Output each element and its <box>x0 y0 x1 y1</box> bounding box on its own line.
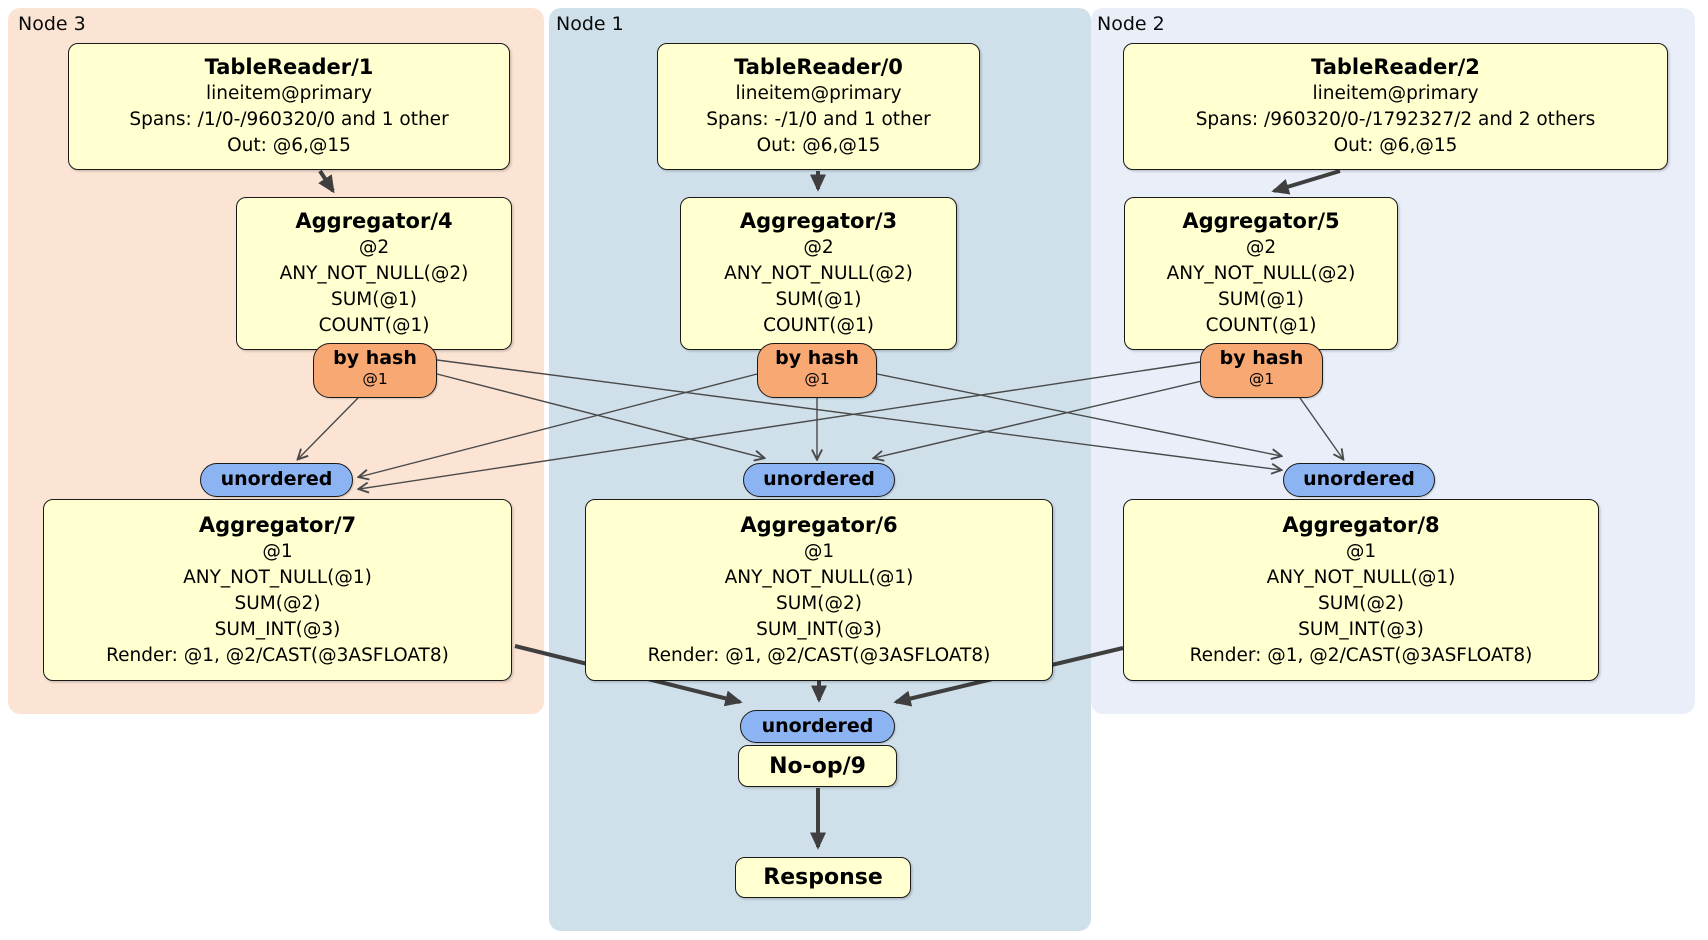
processor-detail: Out: @6,@15 <box>756 135 881 156</box>
processor-detail: SUM_INT(@3) <box>214 618 341 640</box>
processor-detail: COUNT(@1) <box>318 315 430 336</box>
processor-aggregator-8: Aggregator/8 @1 ANY_NOT_NULL(@1) SUM(@2)… <box>1123 499 1599 681</box>
processor-detail: @1 <box>1345 540 1377 562</box>
processor-title: Aggregator/6 <box>740 512 898 537</box>
processor-title: Aggregator/4 <box>295 209 453 233</box>
processor-detail: lineitem@primary <box>205 83 373 104</box>
processor-detail: SUM(@2) <box>1318 592 1404 614</box>
processor-detail: COUNT(@1) <box>1205 315 1317 336</box>
processor-tablereader-0: TableReader/0 lineitem@primary Spans: -/… <box>657 43 980 170</box>
processor-detail: Out: @6,@15 <box>227 135 351 156</box>
processor-detail: SUM(@2) <box>234 592 321 614</box>
sync-unordered-node2: unordered <box>1283 463 1435 497</box>
processor-detail: COUNT(@1) <box>763 315 874 336</box>
processor-title: No-op/9 <box>769 753 866 779</box>
node1-label: Node 1 <box>556 13 624 35</box>
processor-aggregator-6: Aggregator/6 @1 ANY_NOT_NULL(@1) SUM(@2)… <box>585 499 1053 681</box>
processor-response: Response <box>735 857 911 898</box>
processor-detail: lineitem@primary <box>1312 83 1479 104</box>
processor-detail: SUM(@1) <box>1218 289 1304 310</box>
processor-detail: @2 <box>1245 237 1277 258</box>
processor-detail: SUM(@2) <box>776 592 862 614</box>
router-by-hash-node3: by hash @1 <box>313 343 437 398</box>
sync-unordered-node3: unordered <box>200 463 353 497</box>
processor-aggregator-3: Aggregator/3 @2 ANY_NOT_NULL(@2) SUM(@1)… <box>680 197 957 350</box>
processor-detail: SUM_INT(@3) <box>1298 618 1424 640</box>
router-detail: @1 <box>1248 370 1275 388</box>
processor-detail: @2 <box>358 237 390 258</box>
processor-aggregator-5: Aggregator/5 @2 ANY_NOT_NULL(@2) SUM(@1)… <box>1124 197 1398 350</box>
processor-detail: SUM(@1) <box>331 289 417 310</box>
router-label: by hash <box>1219 347 1304 369</box>
processor-title: Aggregator/3 <box>739 209 898 233</box>
processor-tablereader-1: TableReader/1 lineitem@primary Spans: /1… <box>68 43 510 170</box>
router-by-hash-node2: by hash @1 <box>1200 343 1323 398</box>
processor-title: Aggregator/8 <box>1282 512 1440 537</box>
processor-detail: Spans: /960320/0-/1792327/2 and 2 others <box>1195 109 1596 130</box>
processor-title: TableReader/0 <box>734 55 903 79</box>
processor-detail: @1 <box>803 540 835 562</box>
processor-detail: lineitem@primary <box>735 83 902 104</box>
processor-detail: Render: @1, @2/CAST(@3ASFLOAT8) <box>1189 644 1533 666</box>
processor-title: Aggregator/5 <box>1182 209 1340 233</box>
processor-aggregator-7: Aggregator/7 @1 ANY_NOT_NULL(@1) SUM(@2)… <box>43 499 512 681</box>
node2-label: Node 2 <box>1097 13 1165 35</box>
processor-detail: Spans: -/1/0 and 1 other <box>706 109 931 130</box>
processor-detail: Out: @6,@15 <box>1333 135 1458 156</box>
processor-detail: SUM_INT(@3) <box>756 618 882 640</box>
router-detail: @1 <box>362 370 388 388</box>
processor-detail: Render: @1, @2/CAST(@3ASFLOAT8) <box>647 644 991 666</box>
processor-title: Response <box>763 865 883 890</box>
sync-unordered-node1: unordered <box>743 463 895 497</box>
processor-title: TableReader/2 <box>1311 55 1480 79</box>
processor-title: TableReader/1 <box>204 55 374 79</box>
processor-detail: @1 <box>262 540 293 562</box>
node3-label: Node 3 <box>18 13 86 35</box>
router-detail: @1 <box>804 370 830 388</box>
processor-detail: ANY_NOT_NULL(@2) <box>724 263 913 284</box>
router-label: by hash <box>333 347 417 369</box>
router-by-hash-node1: by hash @1 <box>757 343 877 398</box>
processor-tablereader-2: TableReader/2 lineitem@primary Spans: /9… <box>1123 43 1668 170</box>
processor-noop-9: No-op/9 <box>738 745 897 787</box>
processor-detail: ANY_NOT_NULL(@1) <box>724 566 914 588</box>
processor-detail: Render: @1, @2/CAST(@3ASFLOAT8) <box>106 644 449 666</box>
processor-detail: ANY_NOT_NULL(@1) <box>1266 566 1456 588</box>
processor-detail: ANY_NOT_NULL(@2) <box>279 263 469 284</box>
processor-detail: @2 <box>803 237 834 258</box>
processor-title: Aggregator/7 <box>198 512 357 537</box>
router-label: by hash <box>775 347 859 369</box>
processor-detail: Spans: /1/0-/960320/0 and 1 other <box>129 109 449 130</box>
sync-unordered-final: unordered <box>740 710 895 743</box>
processor-detail: SUM(@1) <box>775 289 862 310</box>
processor-aggregator-4: Aggregator/4 @2 ANY_NOT_NULL(@2) SUM(@1)… <box>236 197 512 350</box>
processor-detail: ANY_NOT_NULL(@2) <box>1166 263 1356 284</box>
processor-detail: ANY_NOT_NULL(@1) <box>183 566 372 588</box>
